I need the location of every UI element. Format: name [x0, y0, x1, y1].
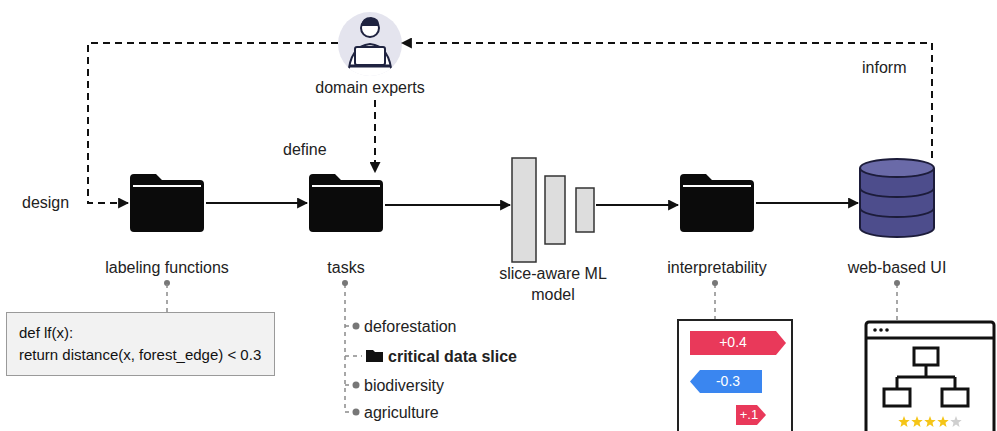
ui-window-icon: [911, 416, 922, 427]
folder-icons: [680, 174, 754, 232]
ui-window-icon: [879, 328, 883, 332]
folder-node: tasks: [307, 172, 385, 234]
attribution-chart: [678, 320, 792, 431]
database-icon: [860, 159, 934, 177]
database-icon: [860, 188, 934, 197]
database-node: web-based UI: [858, 158, 936, 238]
database-icon: [860, 208, 934, 217]
attribution-chart: [690, 331, 786, 355]
folder-node: interpretability: [678, 172, 756, 234]
leader-dots: [353, 382, 360, 389]
folder-icons: [133, 185, 201, 187]
database-icon: [860, 159, 934, 237]
node-label: labeling functions: [105, 258, 229, 279]
leader-dots: [712, 280, 718, 286]
ui-window-icon: [898, 416, 909, 427]
leader-dots: [353, 409, 360, 416]
connector: [166, 284, 168, 312]
connector: [756, 202, 858, 204]
database-icon: [860, 168, 934, 237]
person-icon: [355, 47, 385, 65]
ui-window-icon: [884, 389, 910, 406]
folder-icons: [309, 174, 383, 232]
connector: [385, 204, 510, 206]
task-item: biodiversity: [364, 376, 444, 395]
ui-window-icon: [873, 328, 877, 332]
leader-lines: [345, 384, 352, 386]
ui-window-icon: [942, 389, 968, 406]
ui-window-icon: [866, 322, 994, 431]
attribution-chart: [736, 405, 766, 425]
leader-lines: [714, 284, 716, 320]
model-layers: [512, 158, 536, 262]
ui-window-icon: [866, 322, 994, 431]
task-item: deforestation: [364, 317, 457, 336]
slice-folder-icon: [366, 350, 383, 362]
ui-window-icon: [885, 328, 889, 332]
person-icon: [348, 44, 392, 78]
edge-label: design: [22, 193, 69, 212]
ui-window-icon: [897, 376, 955, 379]
node-label: tasks: [327, 258, 364, 279]
bar-value: -0.3: [716, 373, 740, 390]
folder-node: labeling functions: [128, 172, 206, 234]
model-layers: [576, 188, 594, 232]
slice-folder-icon: [366, 350, 383, 362]
bar-value: +.1: [740, 407, 758, 423]
leader-lines: [345, 284, 897, 412]
code-box: def lf(x):return distance(x, forest_edge…: [6, 312, 275, 376]
connector: [402, 43, 932, 158]
edge-label: inform: [862, 58, 906, 77]
node-label: web-based UI: [848, 258, 947, 279]
ui-window-icon: [937, 416, 948, 427]
leader-dots: [342, 280, 348, 286]
ui-window-icon: [866, 337, 994, 340]
ui-window-icon: [914, 348, 938, 365]
model-layers: [545, 176, 565, 244]
bar-value: +0.4: [719, 334, 747, 351]
ui-window-icon: [950, 416, 961, 427]
leader-lines: [896, 284, 898, 322]
connector: [596, 204, 678, 206]
person-node: domain experts: [338, 12, 402, 76]
folder-icons: [130, 174, 204, 232]
connector: [88, 43, 338, 203]
folder-icons: [312, 185, 380, 187]
edge-label: define: [283, 140, 327, 159]
leader-dots: [353, 323, 360, 330]
slice-item: critical data slice: [388, 347, 517, 366]
folder-icons: [683, 185, 751, 187]
person-icon: [338, 12, 402, 78]
node-label: interpretability: [667, 258, 767, 279]
ui-window-icon: [896, 377, 899, 389]
ui-window-icon: [924, 416, 935, 427]
leader-lines: [345, 325, 352, 327]
node-label: slice-aware ML model: [483, 264, 623, 306]
model-layers: [512, 158, 594, 262]
model-node: slice-aware ML model: [510, 158, 596, 262]
folder-icons: [130, 174, 754, 232]
connector: [374, 100, 376, 172]
ui-window-icon: [954, 377, 957, 389]
person-icon: [348, 44, 392, 78]
node-label: domain experts: [315, 78, 424, 99]
leader-dots: [894, 280, 900, 286]
ui-window-icon: [925, 365, 928, 377]
attribution-chart: [690, 370, 762, 393]
person-icon: [361, 17, 379, 26]
leader-lines: [344, 284, 346, 412]
attribution-chart: [678, 320, 792, 431]
code-line: def lf(x):: [19, 322, 262, 344]
task-item: agriculture: [364, 403, 439, 422]
leader-lines: [345, 411, 352, 413]
person-icon: [349, 65, 391, 68]
connector: [206, 202, 307, 204]
leader-lines: [345, 355, 362, 357]
code-line: return distance(x, forest_edge) < 0.3: [19, 344, 262, 366]
